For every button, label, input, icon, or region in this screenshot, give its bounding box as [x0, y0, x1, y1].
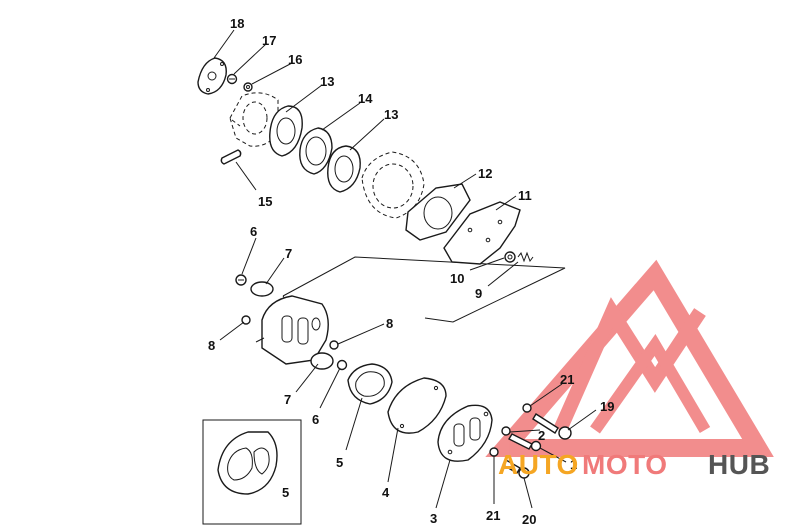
callout-14: 14: [358, 91, 373, 106]
callout-17: 17: [262, 33, 276, 48]
inset-detail-box: [202, 419, 302, 525]
part-1-bolt: [508, 433, 542, 452]
callout-21-upper: 21: [560, 372, 574, 387]
part-13-gasket-a: [269, 105, 303, 157]
callout-18: 18: [230, 16, 244, 31]
part-9-spring: [517, 251, 534, 263]
part-8-washer-right: [329, 340, 339, 350]
callout-21-lower: 21: [486, 508, 500, 523]
callout-13-lower: 13: [384, 107, 398, 122]
part-6-screw-lower: [336, 359, 348, 371]
part-4-diaphragm: [387, 377, 447, 434]
part-18-cover-plate: [197, 57, 227, 95]
part-14-plate: [299, 127, 333, 175]
callout-15: 15: [258, 194, 272, 209]
watermark-logo-icon: [485, 259, 774, 457]
callout-5-inset: 5: [282, 485, 289, 500]
leader-lines: [213, 29, 597, 509]
callout-7-upper: 7: [285, 246, 292, 261]
callout-8-left: 8: [208, 338, 215, 353]
callout-6-lower: 6: [312, 412, 319, 427]
part-11-diaphragm-plate: [443, 201, 521, 265]
part-7-check-valve-lower: [310, 352, 334, 370]
part-15-pin: [220, 149, 242, 165]
callout-11: 11: [518, 188, 532, 203]
callout-5: 5: [336, 455, 343, 470]
callout-9: 9: [475, 286, 482, 301]
callout-6-upper: 6: [250, 224, 257, 239]
part-2-washer: [501, 426, 511, 436]
watermark-wordmark: AUTO MOTO HUB: [498, 449, 770, 480]
callout-20: 20: [522, 512, 536, 527]
callout-8-right: 8: [386, 316, 393, 331]
callout-3: 3: [430, 511, 437, 526]
diaphragm-housing-dashed: [361, 151, 425, 219]
callout-19: 19: [600, 399, 614, 414]
watermark-hub: HUB: [708, 449, 770, 480]
callout-10: 10: [450, 271, 464, 286]
part-12-frame: [405, 183, 471, 241]
part-5-gasket: [347, 363, 393, 405]
part-21-washer-lower: [489, 447, 499, 457]
callout-7-lower: 7: [284, 392, 291, 407]
callout-2: 2: [538, 428, 545, 443]
part-21-washer-upper: [522, 403, 532, 413]
part-16-washer: [243, 82, 253, 92]
callout-labels: 18 17 16 13 14 13 15 12 11 10 9 6 7 8 8 …: [208, 16, 614, 527]
part-3-cover: [437, 404, 493, 462]
part-20-bolt: [502, 459, 530, 479]
part-17-screw: [226, 73, 238, 85]
part-6-screw-upper: [235, 274, 247, 286]
watermark-auto: AUTO: [498, 449, 579, 480]
callout-1: 1: [570, 457, 577, 472]
callout-13-upper: 13: [320, 74, 334, 89]
part-19-bolt: [532, 413, 572, 440]
pump-body: [255, 295, 329, 365]
callout-12: 12: [478, 166, 492, 181]
part-10-nut: [504, 251, 516, 263]
part-13-gasket-b: [327, 145, 361, 193]
watermark-moto: MOTO: [582, 449, 667, 480]
callout-4: 4: [382, 485, 390, 500]
callout-16: 16: [288, 52, 302, 67]
part-7-check-valve-upper: [250, 281, 274, 297]
